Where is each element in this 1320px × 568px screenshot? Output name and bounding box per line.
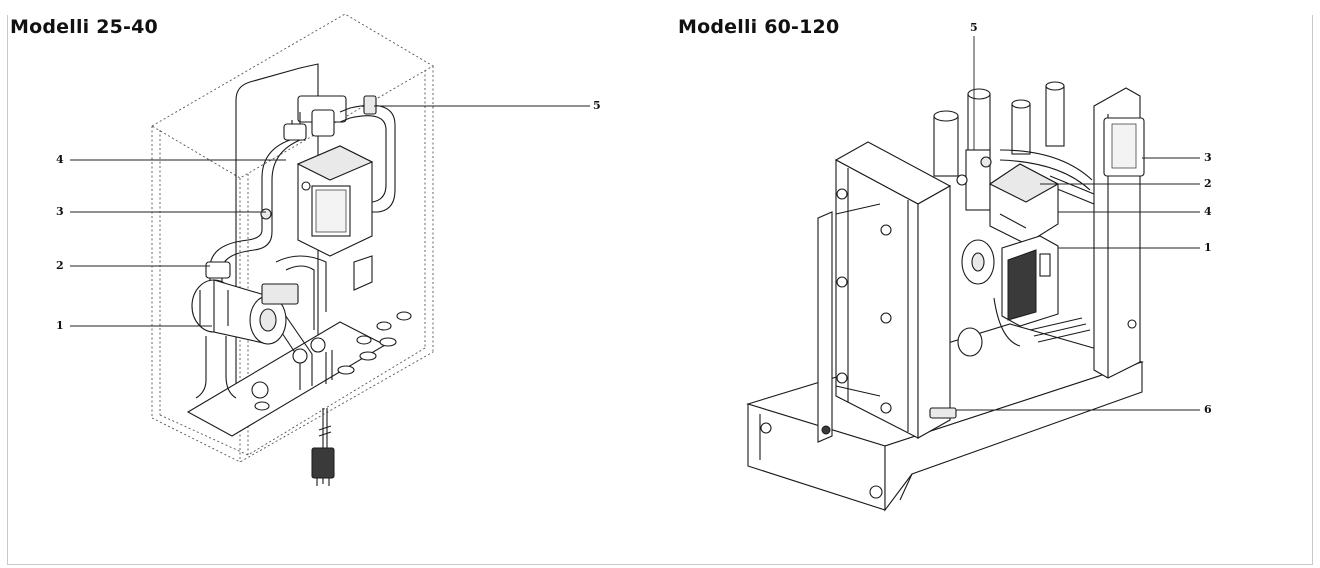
left-callout-1: 1	[56, 319, 64, 332]
right-callout-2: 2	[1204, 177, 1212, 190]
right-unit-drawing	[746, 36, 1200, 512]
left-control-box	[296, 145, 374, 257]
right-vertical-pipes	[933, 81, 1095, 211]
right-plate-heat-exchanger	[817, 141, 957, 443]
left-power-cable	[311, 255, 373, 486]
right-callout-1: 1	[1204, 241, 1212, 254]
left-leader-lines	[70, 105, 590, 327]
left-callout-3: 3	[56, 205, 64, 218]
left-callout-5: 5	[593, 99, 601, 112]
right-leader-lines	[956, 36, 1200, 411]
left-base-holes	[254, 311, 412, 411]
left-pipework	[195, 95, 396, 399]
left-circulation-pump	[191, 279, 299, 345]
right-callout-4: 4	[1204, 205, 1212, 218]
right-support-column	[1093, 87, 1145, 379]
right-panel-title: Modelli 60-120	[678, 16, 840, 38]
page-frame	[7, 15, 1313, 565]
left-callout-2: 2	[56, 259, 64, 272]
right-pump-inverter	[957, 235, 1091, 357]
right-callout-6: 6	[1204, 403, 1212, 416]
left-cabinet-outline	[151, 13, 434, 463]
right-callout-3: 3	[1204, 151, 1212, 164]
right-callout-5: 5	[970, 21, 978, 34]
left-panel-title: Modelli 25-40	[10, 16, 158, 38]
left-callout-4: 4	[56, 153, 64, 166]
left-unit-drawing	[70, 13, 590, 486]
